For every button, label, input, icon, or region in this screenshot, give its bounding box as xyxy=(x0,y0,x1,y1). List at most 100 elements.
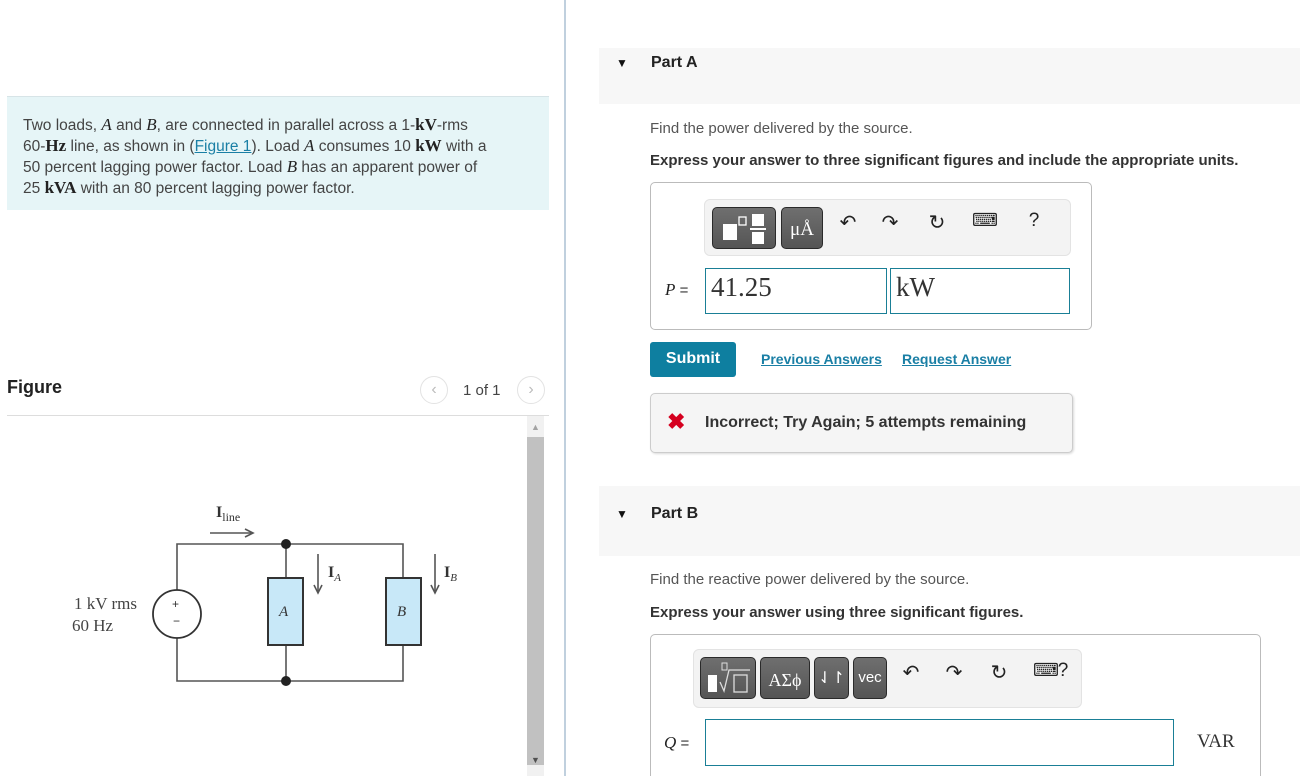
var-p: P xyxy=(665,280,676,299)
part-b-unit-label: VAR xyxy=(1197,731,1235,752)
root-template-icon xyxy=(708,662,750,694)
panel-divider xyxy=(564,0,566,776)
request-answer-link[interactable]: Request Answer xyxy=(902,351,1012,367)
greek-symbols-button[interactable]: ΑΣϕ xyxy=(760,657,810,699)
part-b-header[interactable]: ▼ Part B xyxy=(599,486,1300,556)
figure-title: Figure xyxy=(7,377,63,397)
math-unit: kV xyxy=(415,115,437,134)
part-a-value-text: 41.25 xyxy=(711,272,772,302)
part-a-answer-box: μÅ ↶ ↷ ↻ ⌨ ? P = 41.25 kW xyxy=(650,182,1092,330)
next-figure-button[interactable]: › xyxy=(517,376,545,404)
problem-text: has an apparent power of xyxy=(297,159,478,176)
part-b-math-toolbar: ΑΣϕ ⇃↾ vec ↶ ↷ ↻ ⌨ ? xyxy=(693,649,1082,708)
units-button[interactable]: μÅ xyxy=(781,207,823,249)
problem-text: line, as shown in ( xyxy=(66,138,195,155)
math-var: A xyxy=(304,136,315,155)
scroll-down-arrow-icon[interactable]: ▼ xyxy=(531,755,540,765)
reset-icon[interactable]: ↻ xyxy=(990,662,1008,684)
problem-text: -rms xyxy=(436,117,468,134)
subscript-superscript-button[interactable]: ⇃↾ xyxy=(814,657,849,699)
keyboard-icon[interactable]: ⌨ xyxy=(972,210,998,230)
part-a-question: Find the power delivered by the source. xyxy=(650,120,913,137)
reset-icon[interactable]: ↻ xyxy=(928,212,946,234)
i-line-main: I xyxy=(216,504,223,521)
i-b-sub: B xyxy=(450,572,457,585)
part-a-unit-input[interactable]: kW xyxy=(890,268,1070,314)
part-b-title: Part B xyxy=(651,505,699,522)
load-b-label: B xyxy=(397,604,407,620)
feedback-text: Incorrect; Try Again; 5 attempts remaini… xyxy=(705,414,1027,431)
fraction-template-icon xyxy=(723,214,766,244)
source-frequency-label: 60 Hz xyxy=(72,616,114,635)
math-var: A xyxy=(101,115,112,134)
problem-text: and xyxy=(111,117,147,134)
prev-figure-button[interactable]: ‹ xyxy=(420,376,448,404)
collapse-caret-icon[interactable]: ▼ xyxy=(616,56,628,70)
math-unit: kVA xyxy=(44,178,77,197)
i-a-main: I xyxy=(328,564,335,581)
part-b-equation-label: Q = xyxy=(664,733,689,753)
collapse-caret-icon[interactable]: ▼ xyxy=(616,507,628,521)
problem-statement: Two loads, A and B, are connected in par… xyxy=(7,96,549,210)
undo-icon[interactable]: ↶ xyxy=(902,662,920,684)
redo-icon[interactable]: ↷ xyxy=(945,662,963,684)
part-b-answer-box: ΑΣϕ ⇃↾ vec ↶ ↷ ↻ ⌨ ? Q = VAR xyxy=(650,634,1261,776)
figure-scrollbar[interactable]: ▲ ▼ xyxy=(527,416,544,776)
part-b-value-input[interactable] xyxy=(705,719,1174,766)
figure-header: Figure ‹ 1 of 1 › xyxy=(7,372,549,416)
i-b-main: I xyxy=(444,564,451,581)
redo-icon[interactable]: ↷ xyxy=(881,212,899,234)
problem-text: 25 xyxy=(23,180,45,197)
incorrect-x-icon: ✖ xyxy=(667,409,686,434)
feedback-box: ✖ Incorrect; Try Again; 5 attempts remai… xyxy=(650,393,1073,453)
submit-button[interactable]: Submit xyxy=(650,342,736,377)
load-a-box xyxy=(267,577,304,646)
equals-sign: = xyxy=(679,282,689,299)
math-unit: kW xyxy=(415,136,442,155)
i-line-label: Iline xyxy=(216,504,240,525)
previous-answers-link[interactable]: Previous Answers xyxy=(761,351,882,367)
problem-text: consumes 10 xyxy=(314,138,416,155)
scroll-up-arrow-icon[interactable]: ▲ xyxy=(531,422,540,432)
figure-pager-text: 1 of 1 xyxy=(463,382,501,399)
i-a-sub: A xyxy=(334,572,341,585)
plus-sign: + xyxy=(172,597,180,611)
templates-button[interactable] xyxy=(700,657,756,699)
problem-text: Two loads, xyxy=(23,117,102,134)
var-q: Q xyxy=(664,733,677,752)
undo-icon[interactable]: ↶ xyxy=(839,212,857,234)
math-var: B xyxy=(286,157,298,176)
problem-text: 50 percent lagging power factor. Load xyxy=(23,159,287,176)
templates-button[interactable] xyxy=(712,207,776,249)
i-a-label: IA xyxy=(328,564,341,584)
problem-text: ). Load xyxy=(251,138,304,155)
equals-sign: = xyxy=(680,735,690,752)
part-a-instruction: Express your answer to three significant… xyxy=(650,152,1239,169)
problem-text: with a xyxy=(441,138,487,155)
load-b-box xyxy=(385,577,422,646)
figure-link[interactable]: Figure 1 xyxy=(194,138,252,155)
chevron-right-icon: › xyxy=(528,381,534,398)
help-icon[interactable]: ? xyxy=(1057,660,1069,681)
keyboard-icon[interactable]: ⌨ xyxy=(1033,660,1059,680)
vector-button[interactable]: vec xyxy=(853,657,887,699)
scroll-thumb[interactable] xyxy=(527,437,544,765)
part-b-instruction: Express your answer using three signific… xyxy=(650,604,1024,621)
problem-text: with an 80 percent lagging power factor. xyxy=(76,180,355,197)
circuit-diagram xyxy=(152,528,440,686)
part-a-value-input[interactable]: 41.25 xyxy=(705,268,887,314)
left-panel: Two loads, A and B, are connected in par… xyxy=(0,0,563,776)
chevron-left-icon: ‹ xyxy=(431,381,437,398)
math-var: B xyxy=(146,115,157,134)
math-unit: Hz xyxy=(45,136,67,155)
part-a-title: Part A xyxy=(651,54,698,71)
problem-text: , are connected in parallel across a 1- xyxy=(156,117,416,134)
source-voltage-label: 1 kV rms xyxy=(74,594,137,613)
part-a-header[interactable]: ▼ Part A xyxy=(599,48,1300,104)
help-icon[interactable]: ? xyxy=(1028,210,1040,231)
part-a-equation-label: P = xyxy=(665,280,688,300)
part-a-math-toolbar: μÅ ↶ ↷ ↻ ⌨ ? xyxy=(704,199,1071,256)
i-line-sub: line xyxy=(222,510,241,525)
part-a-unit-text: kW xyxy=(896,272,935,302)
minus-sign: − xyxy=(173,614,181,628)
